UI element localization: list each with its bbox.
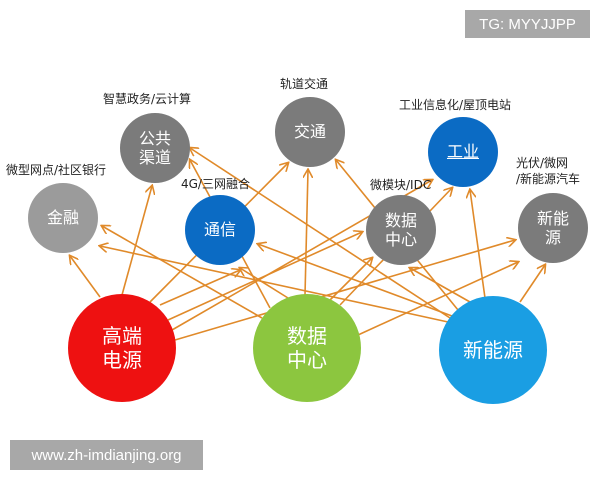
node-renewable: 新能 源 [518,193,588,263]
caption-renewable: 光伏/微网 /新能源汽车 [516,156,581,186]
node-industry: 工业 [428,117,498,187]
watermark-telegram: TG: MYYJJPP [465,10,590,38]
caption-industry: 工业信息化/屋顶电站 [399,98,512,112]
node-high-end-power: 高端 电源 [68,294,176,402]
caption-telecom: 4G/三网融合 [181,177,250,191]
node-transport-label: 交通 [293,122,326,142]
node-finance-label: 金融 [46,208,79,228]
node-telecom: 通信 [185,195,255,265]
node-new-energy-label: 新能源 [463,338,523,362]
node-high-end-power-label: 高端 电源 [102,324,142,372]
node-data-center: 数据 中心 [253,294,361,402]
node-new-energy: 新能源 [439,296,547,404]
caption-public-channel: 智慧政务/云计算 [103,92,192,106]
caption-idc: 微模块/IDC [370,178,432,192]
node-data-center-label: 数据 中心 [287,324,327,372]
node-industry-label: 工业 [446,142,479,162]
node-public-channel: 公共 渠道 [120,113,190,183]
node-idc-label: 数据 中心 [384,210,417,249]
caption-finance: 微型网点/社区银行 [6,163,107,177]
caption-transport: 轨道交通 [280,77,329,91]
node-transport: 交通 [275,97,345,167]
node-finance: 金融 [28,183,98,253]
node-public-channel-label: 公共 渠道 [138,128,171,167]
node-telecom-label: 通信 [203,220,236,240]
node-renewable-label: 新能 源 [536,208,569,247]
node-idc: 数据 中心 [366,195,436,265]
watermark-website: www.zh-imdianjing.org [10,440,203,470]
